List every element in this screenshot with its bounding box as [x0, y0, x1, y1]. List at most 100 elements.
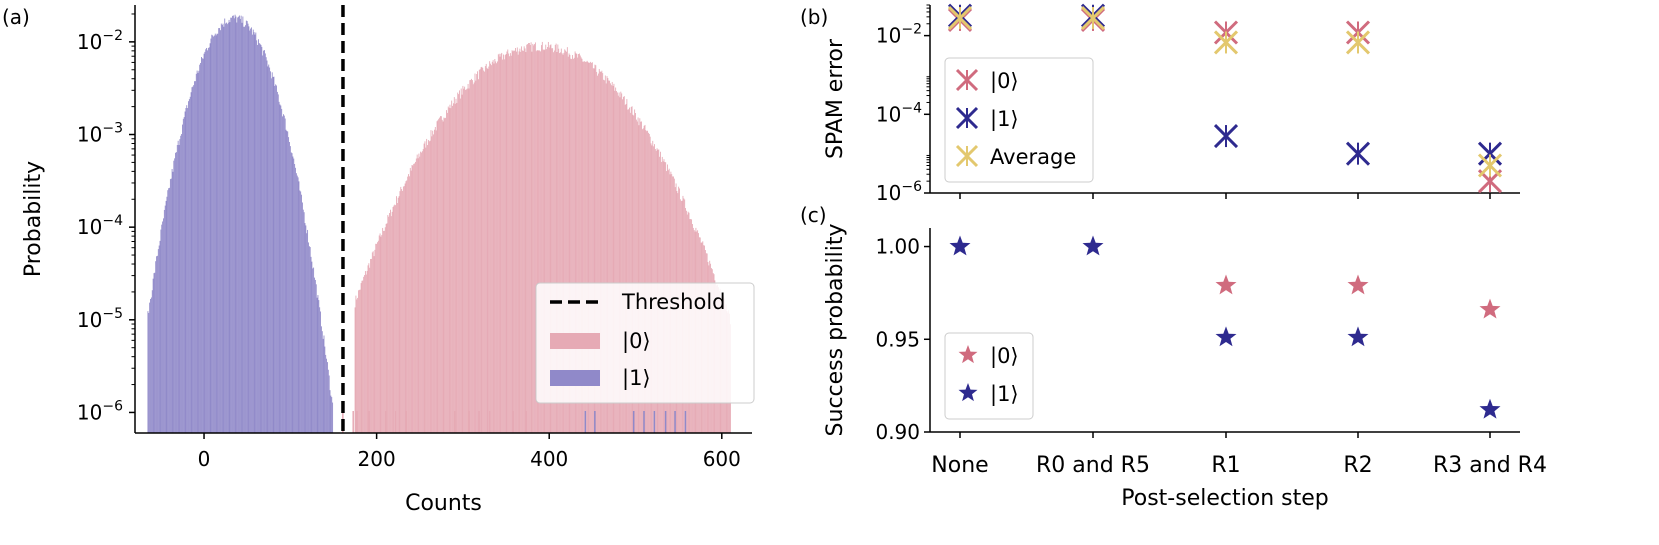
histogram-bar — [206, 47, 208, 433]
legend-star — [958, 345, 978, 364]
histogram-bar — [203, 53, 205, 434]
histogram-bar — [310, 256, 312, 433]
histogram-bar — [296, 175, 298, 433]
histogram-bar — [314, 279, 316, 433]
histogram-bar — [251, 34, 253, 433]
histogram-bar — [180, 135, 182, 434]
histogram-bar — [361, 280, 363, 433]
y-tick-label: 10−2 — [876, 22, 922, 48]
histogram-bar — [175, 152, 176, 433]
histogram-bar — [248, 26, 250, 433]
histogram-bar — [390, 216, 392, 433]
histogram-bar — [312, 268, 314, 433]
histogram-bar — [446, 110, 447, 433]
histogram-bar — [467, 83, 469, 434]
histogram-bar — [211, 34, 213, 433]
histogram-bar — [530, 42, 532, 434]
histogram-bar — [295, 173, 297, 433]
histogram-bar — [528, 42, 530, 433]
histogram-bar — [591, 62, 592, 433]
histogram-bar — [251, 27, 252, 434]
x-tick-label: R2 — [1343, 453, 1372, 478]
histogram-bar — [420, 151, 422, 433]
x-axis-label: Counts — [405, 491, 482, 516]
histogram-bar — [204, 51, 206, 433]
histogram-bar — [642, 128, 644, 433]
histogram-bar — [622, 99, 623, 434]
tail-spike — [478, 411, 480, 433]
histogram-bar — [318, 300, 320, 433]
histogram-bar — [270, 78, 272, 434]
histogram-bar — [186, 105, 188, 434]
histogram-bar — [170, 178, 172, 433]
histogram-bar — [392, 207, 394, 433]
histogram-bar — [226, 22, 227, 433]
histogram-bar — [222, 23, 224, 434]
histogram-bar — [497, 61, 498, 434]
histogram-bar — [250, 28, 252, 434]
histogram-bar — [215, 35, 217, 434]
tail-spike — [454, 411, 456, 433]
histogram-bar — [454, 103, 456, 433]
histogram-bar — [463, 88, 465, 433]
histogram-bar — [468, 88, 470, 434]
histogram-bar — [397, 197, 399, 433]
histogram-bar — [166, 196, 168, 433]
histogram-bar — [375, 243, 377, 433]
tail-spike — [584, 411, 587, 433]
histogram-bar — [243, 26, 245, 433]
histogram-bar — [434, 127, 436, 433]
histogram-bar — [430, 130, 432, 433]
histogram-bar — [227, 22, 229, 434]
histogram-bar — [249, 30, 251, 433]
histogram-bar — [408, 176, 410, 434]
histogram-bar — [542, 49, 544, 434]
data-point-marker — [1477, 153, 1503, 178]
histogram-bar — [394, 204, 396, 433]
histogram-bar — [207, 48, 209, 433]
data-point-marker — [1080, 5, 1106, 31]
histogram-bar — [624, 104, 626, 433]
histogram-bar — [480, 67, 482, 434]
histogram-bar — [543, 50, 545, 434]
histogram-bar — [297, 177, 299, 433]
histogram-bar — [231, 17, 233, 434]
histogram-bar — [169, 179, 171, 433]
histogram-bar — [616, 92, 618, 433]
histogram-bar — [301, 202, 303, 433]
histogram-bar — [309, 247, 311, 433]
histogram-bar — [377, 240, 379, 433]
histogram-bar — [288, 137, 290, 433]
histogram-bar — [425, 147, 427, 433]
histogram-bar — [579, 55, 581, 433]
histogram-bar — [244, 26, 246, 434]
tail-spike — [394, 411, 397, 433]
histogram-bar — [496, 63, 497, 433]
histogram-bar — [566, 47, 568, 433]
histogram-bar — [242, 16, 244, 433]
histogram-bar — [323, 335, 325, 433]
histogram-bar — [257, 39, 259, 433]
histogram-bar — [289, 146, 291, 433]
histogram-bar — [415, 158, 417, 433]
histogram-bar — [561, 53, 563, 434]
histogram-bar — [322, 338, 324, 433]
histogram-bar — [232, 15, 234, 433]
histogram-bar — [456, 102, 458, 433]
histogram-bar — [611, 81, 613, 434]
histogram-bar — [484, 71, 485, 434]
histogram-bar — [558, 48, 560, 433]
histogram-bar — [489, 61, 491, 433]
tail-spike — [488, 411, 491, 433]
histogram-bar — [191, 87, 193, 433]
histogram-bar — [472, 84, 474, 434]
histogram-bar — [395, 205, 397, 433]
histogram-bar — [218, 28, 220, 433]
histogram-bar — [299, 190, 301, 433]
histogram-bar — [457, 92, 459, 433]
histogram-bar — [440, 116, 442, 433]
histogram-bar — [629, 112, 631, 433]
histogram-bar — [557, 44, 559, 433]
histogram-bar — [641, 129, 643, 434]
